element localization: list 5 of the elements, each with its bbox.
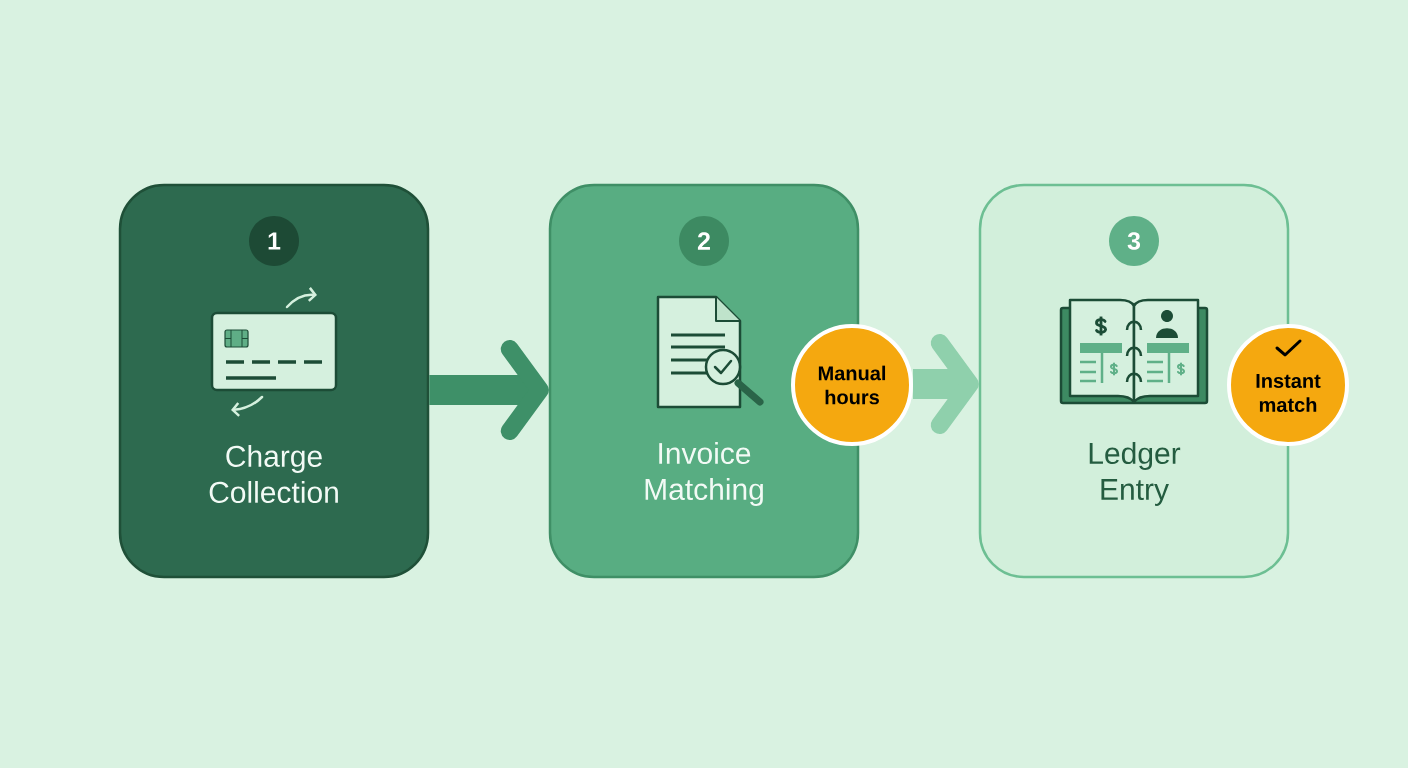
step-number: 3 xyxy=(1109,216,1159,266)
step-number: 1 xyxy=(249,216,299,266)
status-badge: Instant match xyxy=(1227,324,1349,446)
step-number: 2 xyxy=(679,216,729,266)
status-badge: Manual hours xyxy=(791,324,913,446)
